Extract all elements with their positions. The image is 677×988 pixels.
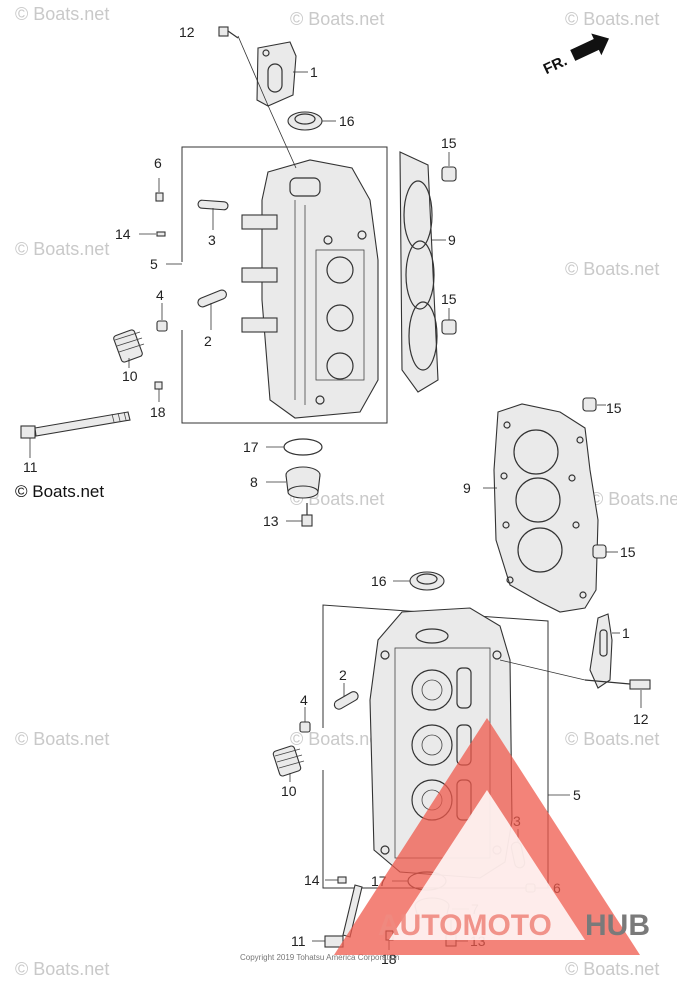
front-direction-indicator: FR. <box>541 33 610 78</box>
callout-lower-1: 1 <box>622 625 630 641</box>
callout-lower-5: 5 <box>573 787 581 803</box>
callout-upper-14: 14 <box>115 226 131 242</box>
callout-lower-12: 12 <box>633 711 649 727</box>
svg-text:AUTOMOTO: AUTOMOTO <box>378 909 552 942</box>
svg-text:© Boats.net: © Boats.net <box>15 959 109 979</box>
callout-lower-11: 11 <box>291 933 306 949</box>
upper-dowel-2 <box>197 289 227 308</box>
callout-upper-18: 18 <box>150 404 166 420</box>
upper-pin-14 <box>156 231 166 237</box>
automotohub-logo: AUTOMOTO HUB <box>334 718 650 955</box>
callout-upper-2: 2 <box>204 333 212 349</box>
upper-head-group-box <box>181 146 388 424</box>
callout-upper-10: 10 <box>122 368 138 384</box>
upper-long-bolt-11 <box>20 411 131 439</box>
callout-upper-11: 11 <box>23 459 38 475</box>
upper-dowel-15b <box>441 319 457 335</box>
front-arrow-icon <box>570 33 610 61</box>
upper-leaders <box>29 35 450 522</box>
direction-label: FR. <box>541 52 570 78</box>
upper-o-ring-17 <box>283 438 323 456</box>
upper-plug-6 <box>155 192 164 202</box>
upper-thermostat-cover-8 <box>285 466 321 499</box>
lower-head-group-box <box>322 604 549 889</box>
copyright-text: Copyright 2019 Tohatsu America Corporati… <box>240 953 400 962</box>
lower-dowel-15a <box>582 397 597 412</box>
lower-spring-10 <box>272 745 305 777</box>
watermarks: © Boats.net © Boats.net © Boats.net © Bo… <box>15 4 677 979</box>
callout-lower-2: 2 <box>339 667 347 683</box>
upper-gasket-9 <box>399 151 439 393</box>
callout-upper-6: 6 <box>154 155 162 171</box>
callout-lower-15a: 15 <box>606 400 622 416</box>
svg-text:© Boats.net: © Boats.net <box>565 9 659 29</box>
lower-pin-14 <box>337 876 347 884</box>
upper-assembly: 12 1 16 6 3 14 5 4 2 10 18 11 15 9 15 17… <box>15 24 457 529</box>
callout-upper-15b: 15 <box>441 291 457 307</box>
svg-text:© Boats.net: © Boats.net <box>565 959 659 979</box>
lower-dowel-15b <box>592 544 607 559</box>
lower-nut-4 <box>299 721 311 733</box>
callout-upper-16: 16 <box>339 113 355 129</box>
callout-upper-3: 3 <box>208 232 216 248</box>
callout-lower-10: 10 <box>281 783 297 799</box>
callout-lower-15b: 15 <box>620 544 636 560</box>
callout-upper-13: 13 <box>263 513 279 529</box>
svg-text:© Boats.net: © Boats.net <box>290 729 384 749</box>
upper-bracket-1 <box>256 41 297 107</box>
callout-upper-1: 1 <box>310 64 318 80</box>
upper-seal-16 <box>287 111 323 131</box>
upper-dowel-15a <box>441 166 457 182</box>
callout-upper-5: 5 <box>150 256 158 272</box>
svg-text:© Boats.net: © Boats.net <box>15 239 109 259</box>
svg-text:© Boats.net: © Boats.net <box>290 9 384 29</box>
svg-text:© Boats.net: © Boats.net <box>15 4 109 24</box>
brand-label: © Boats.net <box>15 482 104 501</box>
callout-upper-9: 9 <box>448 232 456 248</box>
callout-upper-15a: 15 <box>441 135 457 151</box>
svg-text:© Boats.net: © Boats.net <box>565 729 659 749</box>
callout-lower-4: 4 <box>300 692 308 708</box>
callout-lower-16: 16 <box>371 573 387 589</box>
callout-upper-17: 17 <box>243 439 259 455</box>
upper-bolt-12 <box>218 26 239 39</box>
callout-upper-12: 12 <box>179 24 195 40</box>
svg-text:© Boats.net: © Boats.net <box>565 259 659 279</box>
upper-bolt-13 <box>301 503 313 527</box>
callout-upper-4: 4 <box>156 287 164 303</box>
svg-text:HUB: HUB <box>585 909 650 942</box>
lower-bolt-12 <box>584 679 651 690</box>
lower-bracket-1 <box>589 613 613 689</box>
lower-gasket-9 <box>493 403 599 613</box>
upper-nut-4 <box>156 320 168 332</box>
upper-callouts: 12 1 16 6 3 14 5 4 2 10 18 11 15 9 15 17… <box>23 24 457 529</box>
lower-assembly: 15 9 15 16 1 2 12 4 10 5 3 14 17 6 7 11 … <box>272 397 651 967</box>
svg-text:© Boats.net: © Boats.net <box>15 729 109 749</box>
upper-spring-10 <box>113 329 145 363</box>
lower-seal-16 <box>409 571 445 591</box>
svg-text:© Boats.net: © Boats.net <box>590 489 677 509</box>
callout-lower-14: 14 <box>304 872 320 888</box>
callout-lower-9: 9 <box>463 480 471 496</box>
lower-dowel-2 <box>333 691 359 710</box>
callout-upper-8: 8 <box>250 474 258 490</box>
upper-cylinder-head-5 <box>241 159 379 419</box>
upper-pin-18 <box>154 381 163 390</box>
